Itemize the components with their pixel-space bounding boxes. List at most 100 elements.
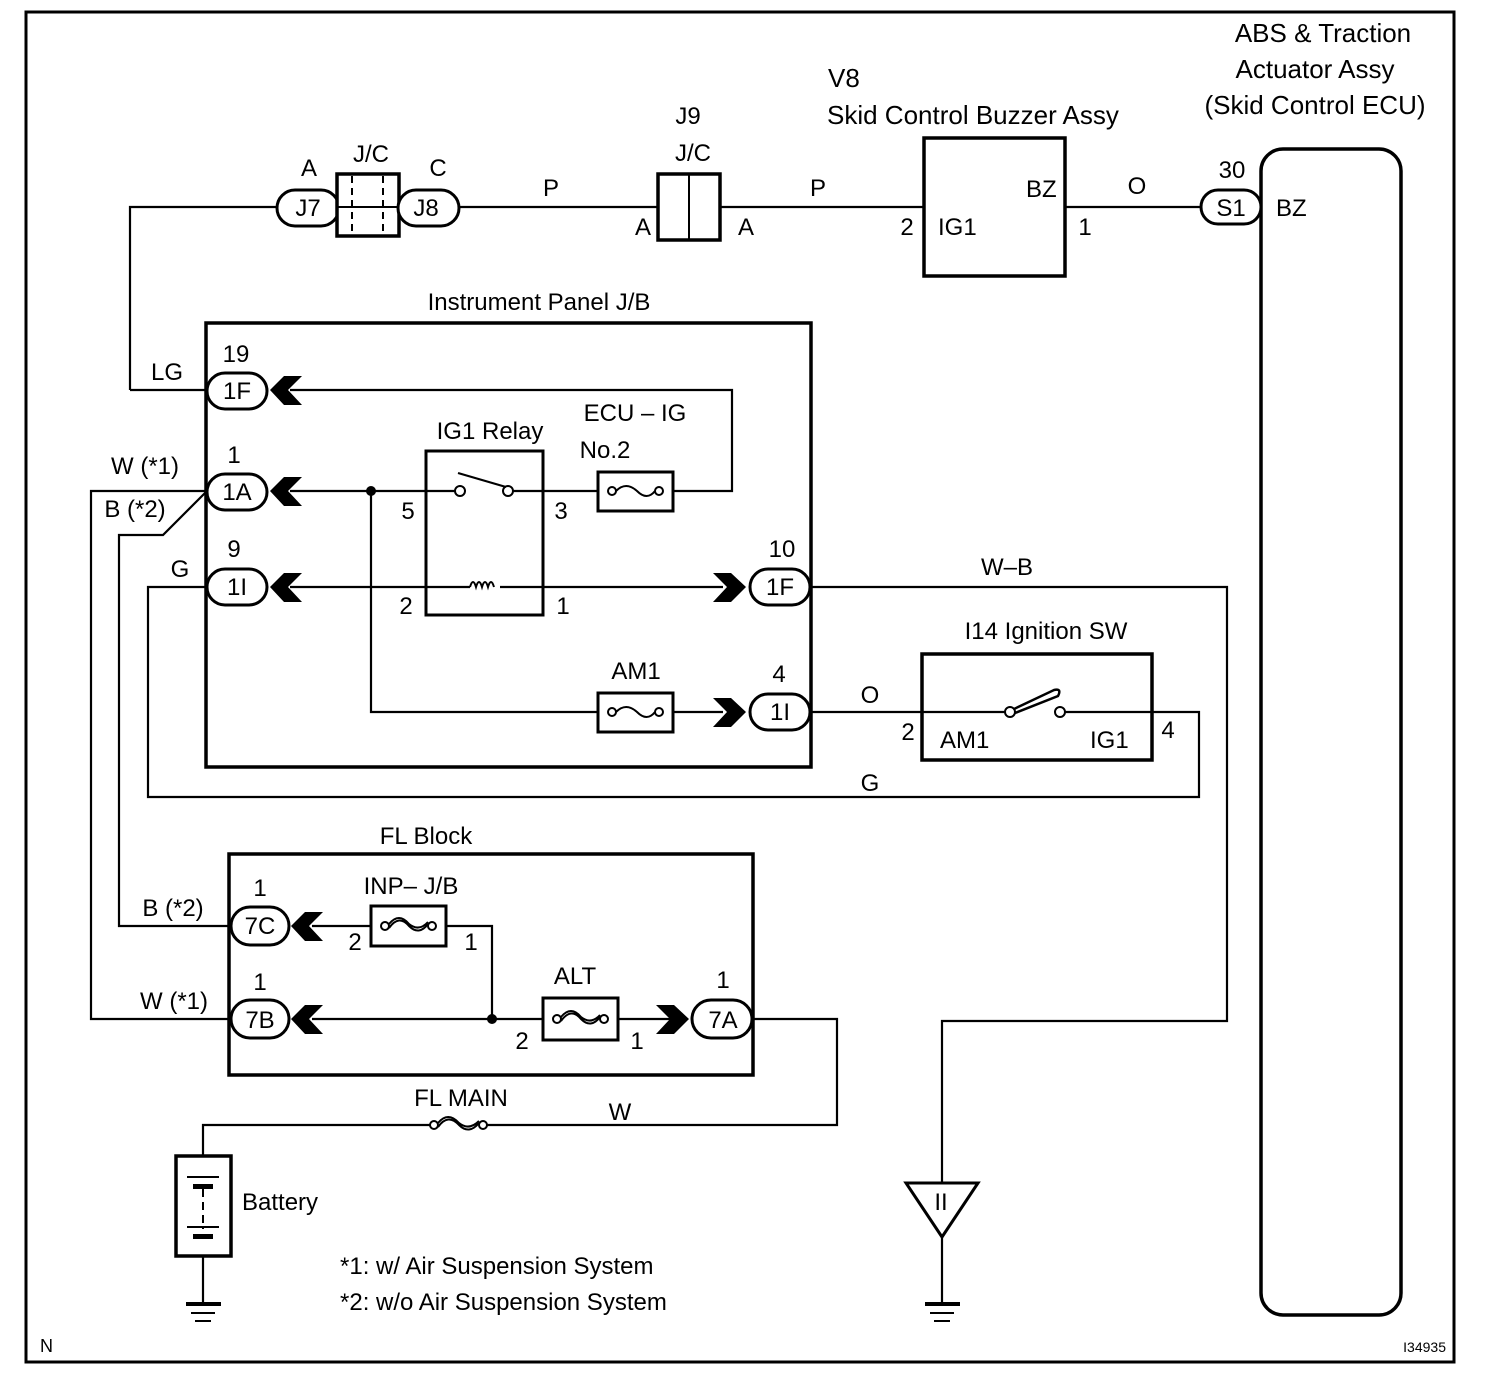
buzzer-box bbox=[922, 136, 1067, 278]
buzzer-code: V8 bbox=[828, 63, 860, 93]
splice-dot bbox=[366, 486, 376, 496]
connector-7b-label: 7B bbox=[245, 1007, 274, 1034]
wire-b2 bbox=[117, 490, 231, 928]
ip-pin-1: 1 bbox=[227, 442, 240, 469]
corner-letter: N bbox=[40, 1336, 53, 1356]
wire-lg bbox=[128, 205, 277, 390]
ecu-term-bz: BZ bbox=[1276, 195, 1307, 222]
connector-7b bbox=[229, 998, 291, 1040]
jc-title: J/C bbox=[353, 141, 389, 168]
wire-label-p1: P bbox=[543, 175, 559, 202]
wire-label-w1-ip: W (*1) bbox=[111, 453, 179, 480]
ground-icon bbox=[925, 1302, 960, 1322]
ignition-term-am1: AM1 bbox=[940, 727, 989, 754]
junction-connector-j7-j8: A J/C C J7 J8 bbox=[275, 141, 461, 238]
j9-pin-right: A bbox=[738, 214, 754, 241]
connector-s1-label: S1 bbox=[1216, 195, 1245, 222]
wire-label-g-ip: G bbox=[171, 556, 190, 583]
connector-7c bbox=[229, 905, 291, 947]
fuse-alt-label: ALT bbox=[554, 963, 597, 990]
connector-j7-label: J7 bbox=[295, 195, 320, 222]
j8-letter: C bbox=[429, 155, 446, 182]
relay-switch-icon bbox=[457, 471, 507, 489]
arrow-icon bbox=[291, 912, 323, 941]
buzzer-term-ig1: IG1 bbox=[938, 214, 977, 241]
j7-letter: A bbox=[301, 155, 317, 182]
connector-j8 bbox=[396, 188, 461, 228]
ip-jb-title: Instrument Panel J/B bbox=[428, 289, 651, 316]
buzzer-pin-right: 1 bbox=[1078, 214, 1091, 241]
wire-ip-19 bbox=[290, 388, 734, 493]
wire-g bbox=[146, 585, 1201, 799]
fl-main-fusible-link bbox=[429, 1116, 488, 1131]
j9-title: J/C bbox=[675, 140, 711, 167]
relay-title: IG1 Relay bbox=[437, 418, 544, 445]
relay-pin-2: 2 bbox=[399, 593, 412, 620]
j9-code: J9 bbox=[675, 103, 700, 130]
fusible-link-icon bbox=[388, 917, 429, 932]
fusible-link-icon bbox=[437, 1116, 480, 1131]
buzzer-pin-left: 2 bbox=[900, 214, 913, 241]
skid-control-buzzer: V8 Skid Control Buzzer Assy 2 IG1 BZ 1 bbox=[827, 63, 1119, 278]
ground-icon bbox=[186, 1302, 221, 1322]
fl-pin-7b: 1 bbox=[253, 969, 266, 996]
ecu-title-1: ABS & Traction bbox=[1235, 18, 1411, 48]
battery: Battery bbox=[174, 1154, 318, 1322]
note-1: *1: w/ Air Suspension System bbox=[340, 1253, 653, 1280]
figure-id: I34935 bbox=[1403, 1339, 1446, 1355]
diagram-frame bbox=[24, 10, 1456, 1364]
ig1-relay-box bbox=[424, 449, 545, 617]
ignition-pin-right: 4 bbox=[1161, 717, 1174, 744]
relay-coil-icon bbox=[469, 581, 495, 591]
wire-label-lg: LG bbox=[151, 359, 183, 386]
fuse-alt-pin-right: 1 bbox=[630, 1028, 643, 1055]
wire-label-p2: P bbox=[810, 175, 826, 202]
wire-label-w-main: W bbox=[609, 1099, 632, 1126]
ignition-box bbox=[920, 652, 1154, 762]
wire-w1 bbox=[89, 489, 231, 1021]
fl-block-title: FL Block bbox=[380, 823, 473, 850]
wire-label-o-bz: O bbox=[1128, 173, 1147, 200]
arrow-icon bbox=[270, 376, 302, 405]
wire-wb bbox=[810, 585, 1229, 1183]
arrow-icon bbox=[713, 698, 746, 727]
battery-label: Battery bbox=[242, 1189, 318, 1216]
arrow-icon bbox=[291, 1005, 323, 1034]
jc-box bbox=[335, 172, 401, 238]
ecu-pin: 30 bbox=[1219, 157, 1246, 184]
connector-7c-label: 7C bbox=[245, 913, 276, 940]
fuse-am1-label: AM1 bbox=[611, 658, 660, 685]
buzzer-title: Skid Control Buzzer Assy bbox=[827, 100, 1119, 130]
buzzer-term-bz: BZ bbox=[1026, 176, 1057, 203]
fuse-icon bbox=[615, 485, 656, 497]
arrow-icon bbox=[270, 573, 302, 602]
fl-block: FL Block 1 7C 1 7B 1 7A INP– J/B 2 1 ALT bbox=[227, 823, 755, 1077]
connector-j8-label: J8 bbox=[413, 195, 438, 222]
ip-pin-10: 10 bbox=[769, 536, 796, 563]
ignition-pin-left: 2 bbox=[901, 719, 914, 746]
wire-label-b2-fl: B (*2) bbox=[142, 895, 203, 922]
splice-dot bbox=[487, 1014, 497, 1024]
connector-7a-label: 7A bbox=[708, 1007, 737, 1034]
ignition-title: I14 Ignition SW bbox=[965, 618, 1128, 645]
fuse-inp-jb-label: INP– J/B bbox=[364, 873, 459, 900]
connector-1i-9-label: 1I bbox=[227, 574, 247, 601]
fuse-ecu-ig-label-2: No.2 bbox=[580, 437, 631, 464]
note-2: *2: w/o Air Suspension System bbox=[340, 1289, 667, 1316]
connector-1f-19-label: 1F bbox=[223, 378, 251, 405]
relay-pin-1: 1 bbox=[556, 593, 569, 620]
ip-jb-box bbox=[204, 321, 813, 769]
wire-label-wb: W–B bbox=[981, 554, 1033, 581]
ip-pin-19: 19 bbox=[223, 341, 250, 368]
fl-main-label: FL MAIN bbox=[414, 1085, 508, 1112]
ignition-switch: I14 Ignition SW 2 AM1 IG1 4 bbox=[901, 618, 1175, 762]
ground-point-ii: II bbox=[903, 1181, 981, 1322]
ecu-body bbox=[1259, 147, 1403, 1317]
fuse-inp-pin-right: 1 bbox=[464, 929, 477, 956]
ignition-switch-icon bbox=[1013, 688, 1061, 715]
ground-point-label: II bbox=[934, 1189, 947, 1216]
fuse-ecu-ig-label: ECU – IG bbox=[584, 400, 687, 427]
j9-pin-left: A bbox=[635, 214, 651, 241]
fl-pin-7c: 1 bbox=[253, 875, 266, 902]
